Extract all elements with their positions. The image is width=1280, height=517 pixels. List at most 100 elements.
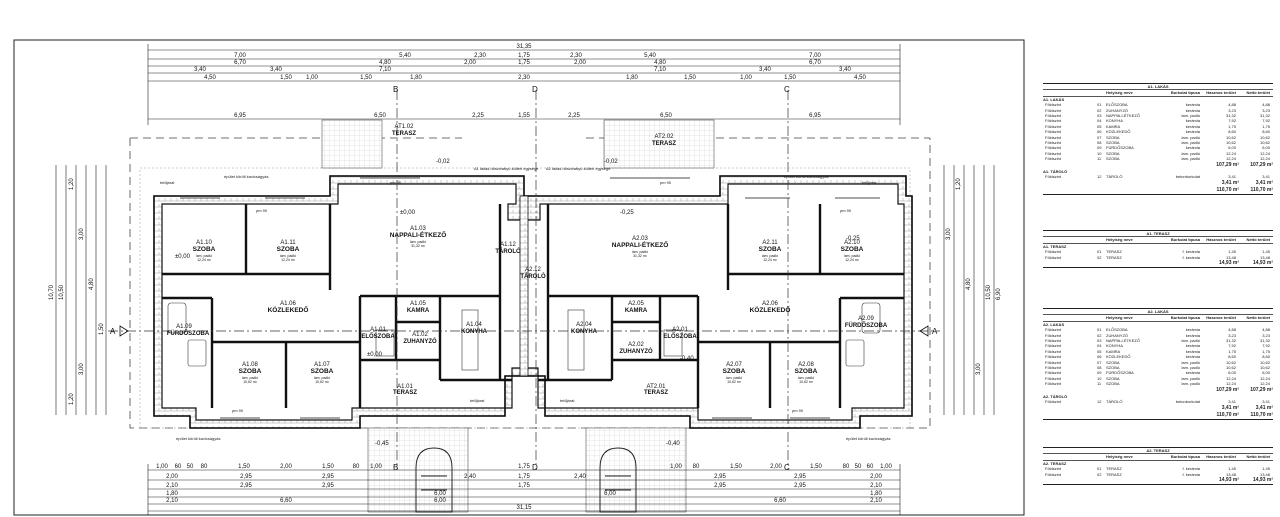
group-label: A2. LAKÁS <box>1043 321 1065 327</box>
table-cell: 8,60 <box>1262 129 1270 135</box>
svg-text:SZOBA: SZOBA <box>311 368 334 375</box>
svg-text:NAPPALI-ÉTKEZŐ: NAPPALI-ÉTKEZŐ <box>390 230 447 239</box>
svg-text:1,00: 1,00 <box>670 464 682 470</box>
svg-text:7,10: 7,10 <box>654 67 666 73</box>
table-cell: 3,23 <box>1262 332 1270 338</box>
table-cell: kerámia <box>1185 343 1200 349</box>
table-cell: ELŐSZOBA <box>1106 327 1128 333</box>
room-schedule-a1-terasz: A1. TERASZ Helyiség neve Burkolat típusa… <box>1043 230 1273 269</box>
dimension-labels-left: 10,70 10,50 1,20 3,00 4,80 1,50 3,00 1,2… <box>49 178 105 405</box>
table-cell: 02 <box>1097 471 1102 477</box>
svg-text:A1.03: A1.03 <box>410 226 426 232</box>
table-cell: 3,41 <box>1262 174 1270 180</box>
svg-text:1,75: 1,75 <box>518 53 530 59</box>
table-cell: 12,24 <box>1259 150 1270 156</box>
table-cell: Földszint <box>1045 174 1062 180</box>
table-cell: Földszint <box>1045 129 1062 135</box>
svg-text:80: 80 <box>843 464 850 470</box>
svg-text:10,62 m²: 10,62 m² <box>727 380 742 384</box>
svg-text:-0,40: -0,40 <box>666 441 680 447</box>
svg-text:A2.12: A2.12 <box>525 267 541 273</box>
svg-text:10,62 m²: 10,62 m² <box>799 380 814 384</box>
table-cell: 4,88 <box>1262 102 1270 108</box>
svg-text:C: C <box>784 85 790 94</box>
table-cell: 01 <box>1097 249 1102 255</box>
car-icon-right <box>599 447 637 513</box>
table-header: Helyiség neve Burkolat típusa Hasznos te… <box>1043 90 1273 97</box>
svg-text:SZOBA: SZOBA <box>193 246 216 253</box>
svg-text:6,95: 6,95 <box>234 113 246 119</box>
svg-text:1,50: 1,50 <box>99 323 105 335</box>
svg-text:6,95: 6,95 <box>809 113 821 119</box>
svg-text:A1.04: A1.04 <box>466 322 482 328</box>
car-icon-left <box>415 447 453 513</box>
table-cell: KONYHA <box>1106 343 1123 349</box>
svg-text:A2.01: A2.01 <box>672 327 688 333</box>
table-cell: 10,62 <box>1259 359 1270 365</box>
table-cell: 7,92 <box>1262 118 1270 124</box>
svg-text:épület körüli kavicságyás: épület körüli kavicságyás <box>846 436 890 441</box>
table-cell: Földszint <box>1045 150 1062 156</box>
svg-text:1,20: 1,20 <box>69 393 75 405</box>
table-cell: 6,00 <box>1228 145 1236 151</box>
table-cell: 6,00 <box>1228 370 1236 376</box>
svg-text:A2.05: A2.05 <box>628 301 644 307</box>
table-cell: 09 <box>1097 370 1102 376</box>
svg-text:TERASZ: TERASZ <box>393 390 417 396</box>
table-cell: 8,60 <box>1228 354 1236 360</box>
svg-text:1,80: 1,80 <box>166 491 178 497</box>
dimension-labels-right: 6,90 10,50 1,20 3,00 4,80 3,00 <box>946 178 1002 375</box>
table-cell: 1,45 <box>1262 466 1270 472</box>
table-cell: SZOBA <box>1106 359 1120 365</box>
table-cell: f. kerámia <box>1182 254 1200 260</box>
group-label: A1. LAKÁS <box>1043 96 1065 102</box>
svg-text:3,40: 3,40 <box>839 67 851 73</box>
svg-text:pm 90: pm 90 <box>232 408 244 413</box>
svg-text:ELŐSZOBA: ELŐSZOBA <box>361 333 395 340</box>
table-cell: 1,75 <box>1262 123 1270 129</box>
svg-text:3,40: 3,40 <box>270 67 282 73</box>
group-label-2: A2. TÁROLÓ <box>1043 393 1068 399</box>
svg-text:12,24 m²: 12,24 m² <box>197 258 212 262</box>
table-cell: lam. padló <box>1181 375 1200 381</box>
svg-text:1,20: 1,20 <box>69 178 75 190</box>
svg-text:2,95: 2,95 <box>240 483 252 489</box>
svg-text:A1.01: A1.01 <box>370 327 386 333</box>
table-cell: 1,45 <box>1228 249 1236 255</box>
svg-text:-0,02: -0,02 <box>436 159 450 165</box>
table-cell: SZOBA <box>1106 365 1120 371</box>
party-wall <box>519 195 529 377</box>
table-cell: Földszint <box>1045 375 1062 381</box>
svg-text:A2.07: A2.07 <box>726 362 742 368</box>
svg-text:A1.05: A1.05 <box>410 301 426 307</box>
table-cell: f. kerámia <box>1182 249 1200 255</box>
svg-text:AT1.02: AT1.02 <box>395 124 415 130</box>
table-cell: 01 <box>1097 466 1102 472</box>
svg-text:2,30: 2,30 <box>518 75 530 81</box>
table-cell: 10,62 <box>1225 134 1236 140</box>
table-cell: 3,23 <box>1228 107 1236 113</box>
table-cell: lam. padló <box>1181 381 1200 387</box>
table-title: A2. TERASZ <box>1043 447 1273 455</box>
svg-text:1,20: 1,20 <box>956 178 962 190</box>
svg-text:1,80: 1,80 <box>410 75 422 81</box>
svg-text:SZOBA: SZOBA <box>759 246 782 253</box>
svg-text:2,25: 2,25 <box>568 113 580 119</box>
svg-text:±0,00: ±0,00 <box>400 210 416 216</box>
table-cell: kerámia <box>1185 107 1200 113</box>
svg-text:2,10: 2,10 <box>870 483 882 489</box>
table-cell: Földszint <box>1045 107 1062 113</box>
dim-total-bottom: 31,15 <box>516 505 532 511</box>
svg-text:A2.03: A2.03 <box>632 236 648 242</box>
